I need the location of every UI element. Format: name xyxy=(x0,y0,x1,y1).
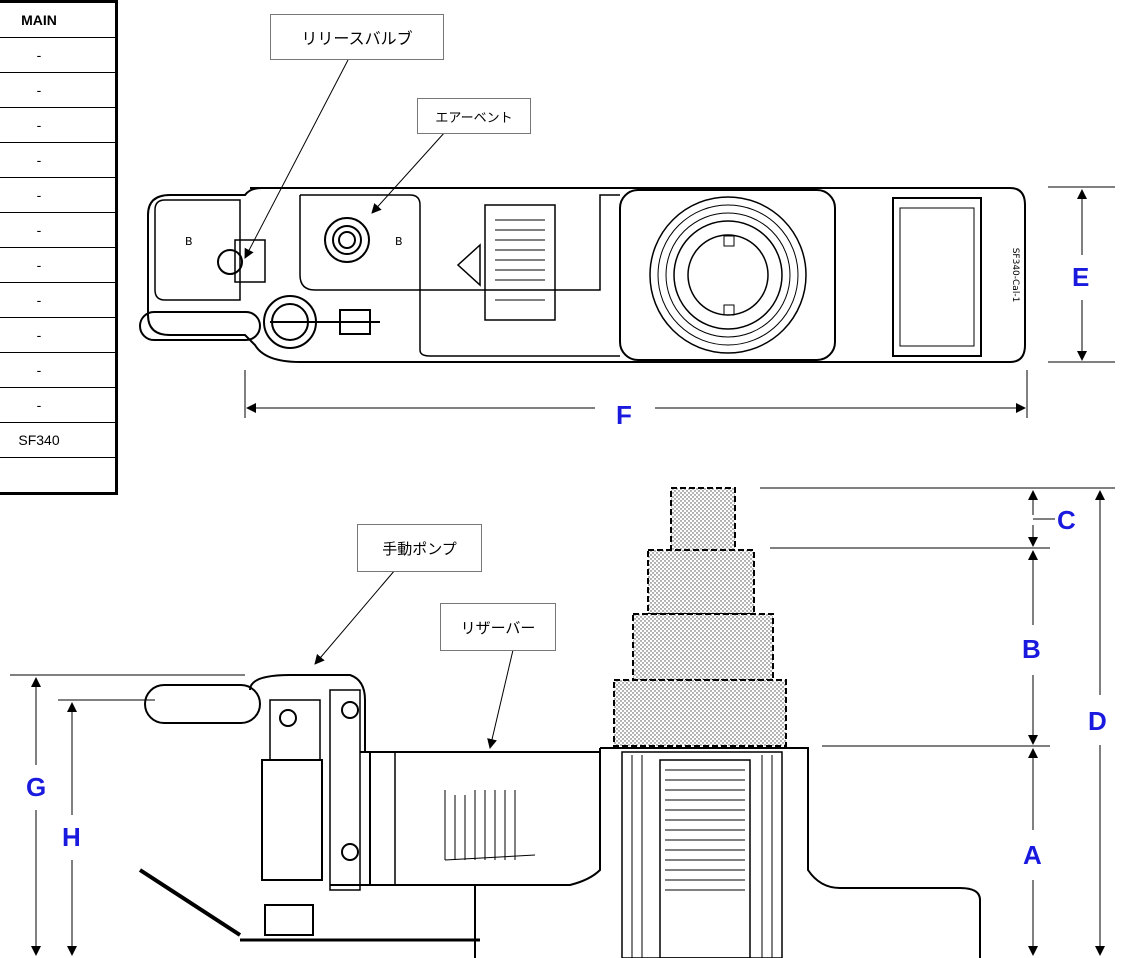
hand-pump-callout: 手動ポンプ xyxy=(357,524,482,572)
spec-table-cell: - xyxy=(0,142,117,178)
spec-table-cell: SF340 xyxy=(0,422,117,458)
svg-text:B: B xyxy=(395,235,403,248)
spec-table-cell: - xyxy=(0,72,117,108)
spec-table-cell xyxy=(0,457,117,494)
dimension-lines xyxy=(10,186,1115,956)
top-view: B B SF340-Cal-1 xyxy=(139,187,1026,363)
dimension-label-e: E xyxy=(1072,262,1090,292)
spec-table-cell: - xyxy=(0,37,117,73)
spec-table-header: MAIN xyxy=(0,1,117,38)
air-vent-callout: エアーベント xyxy=(417,98,531,134)
callout-leaders xyxy=(244,59,514,749)
spec-table: MAIN - - - - - - - - - - - SF340 xyxy=(0,0,118,495)
dimension-label-g: G xyxy=(26,772,47,802)
dimension-label-b: B xyxy=(1022,634,1041,664)
release-valve-callout: リリースバルブ xyxy=(270,14,444,60)
svg-text:B: B xyxy=(185,235,193,248)
reservoir-callout: リザーバー xyxy=(440,603,556,651)
side-view xyxy=(138,487,981,958)
dimension-label-h: H xyxy=(62,822,81,852)
spec-table-cell: - xyxy=(0,387,117,423)
dimension-label-f: F xyxy=(616,400,632,430)
svg-text:SF340-Cal-1: SF340-Cal-1 xyxy=(1010,248,1020,303)
dimension-label-c: C xyxy=(1057,505,1076,535)
dimension-label-d: D xyxy=(1088,706,1107,736)
spec-table-cell: - xyxy=(0,212,117,248)
dimension-label-a: A xyxy=(1023,840,1042,870)
